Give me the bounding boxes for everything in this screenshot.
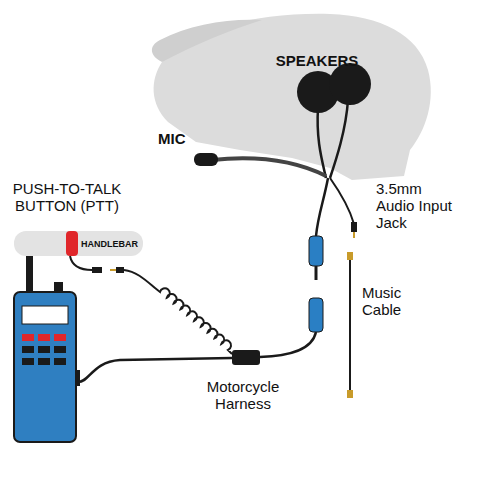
radio-key: [22, 346, 34, 353]
ptt-button: [66, 231, 78, 256]
speakers-label: SPEAKERS: [262, 52, 372, 69]
helmet-visor: [152, 20, 262, 62]
lower-connector: [309, 298, 323, 332]
audio-jack-wire: [330, 178, 354, 224]
radio-key: [38, 346, 50, 353]
ptt-label: PUSH-TO-TALK BUTTON (PTT): [6, 180, 128, 214]
ptt-plug: [92, 267, 102, 273]
music-cable: [349, 258, 351, 392]
radio-key: [38, 358, 50, 365]
audio-jack-plug: [351, 222, 357, 232]
radio-key: [54, 358, 66, 365]
radio-screen: [22, 306, 68, 324]
coil-plug: [116, 267, 124, 273]
harness-to-connector: [260, 332, 316, 357]
handlebar-bar: HANDLEBAR: [14, 231, 143, 256]
radio-key: [22, 334, 34, 341]
audio-jack-tip: [353, 232, 355, 238]
audio-jack-label: 3.5mm Audio Input Jack: [376, 180, 458, 231]
mic-boom: [212, 158, 326, 176]
radio-key: [54, 334, 66, 341]
radio-key: [38, 334, 50, 341]
music-cable-label: Music Cable: [362, 284, 422, 318]
ptt-lead: [70, 256, 92, 270]
radio-key: [22, 358, 34, 365]
music-cable-end-bottom: [347, 390, 353, 398]
radio-key: [54, 346, 66, 353]
radio-knob: [54, 282, 63, 292]
upper-connector: [309, 236, 323, 266]
coil-plug-tip: [110, 269, 116, 271]
music-cable-end-top: [347, 252, 353, 260]
speaker-right: [329, 63, 371, 105]
headset-cable: [316, 178, 328, 236]
radio-body: [14, 292, 76, 442]
radio-keypad: [22, 334, 66, 365]
harness-label: Motorcycle Harness: [188, 378, 298, 412]
connector-pin: [315, 266, 318, 280]
radio-side-button: [76, 370, 80, 386]
mic-label: MIC: [158, 130, 198, 147]
handlebar-label: HANDLEBAR: [81, 239, 138, 249]
coiled-cable: [124, 270, 232, 354]
harness-box: [232, 350, 260, 365]
mic-capsule: [194, 153, 218, 166]
